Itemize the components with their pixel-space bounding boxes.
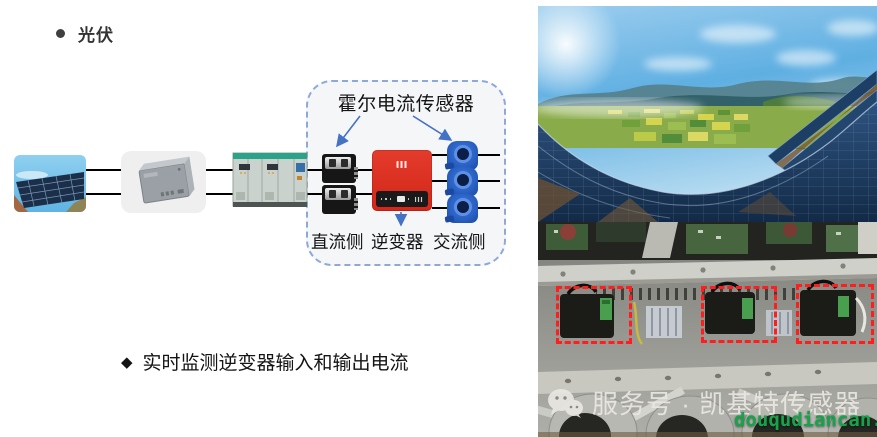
fan-ducts — [538, 386, 877, 437]
combiner-box-image — [121, 151, 206, 213]
highlight-box-2 — [701, 286, 777, 343]
bullet-dot-icon — [56, 29, 65, 38]
solar-farm-panorama-photo — [538, 6, 877, 222]
feature-text: 实时监测逆变器输入和输出电流 — [142, 353, 409, 374]
wechat-icon — [548, 388, 583, 418]
ac-side-label: 交流侧 — [433, 232, 486, 252]
ac-current-sensor-2 — [447, 167, 478, 196]
diamond-bullet-icon: ◆ — [121, 353, 133, 371]
pv-array-photo — [14, 155, 86, 212]
hall-sensor-label: 霍尔电流传感器 — [337, 94, 475, 115]
inverter-display — [396, 196, 406, 202]
sensor-terminal-cap — [325, 157, 351, 169]
watermark-url-text: douqudiancan.co — [734, 409, 877, 431]
page-title: 光伏 — [78, 26, 114, 45]
dc-side-label: 直流侧 — [311, 232, 364, 252]
sensor-cluster-3 — [800, 279, 867, 336]
feature-bullet-row: ◆ 实时监测逆变器输入和输出电流 — [121, 348, 409, 375]
sensor-terminal-cap — [325, 188, 351, 200]
highlight-box-3 — [796, 284, 874, 344]
highlight-box-1 — [556, 286, 632, 344]
inverter-internals-photo: 服务号 · 凯基特传感器 douqudiancan.co — [538, 222, 877, 437]
title-bullet-row: 光伏 — [56, 21, 114, 46]
hall-current-sensor-dc-2 — [322, 185, 358, 214]
ac-current-sensor-1 — [447, 141, 478, 170]
sensor-pins — [354, 167, 358, 179]
inverter-image — [372, 150, 432, 211]
watermark-row: 服务号 · 凯基特传感器 — [547, 384, 861, 421]
sensor-pins — [354, 198, 358, 210]
hall-current-sensor-dc-1 — [322, 154, 358, 183]
inverter-display-strip — [376, 191, 428, 207]
inverter-label: 逆变器 — [371, 232, 424, 252]
ac-current-sensor-3 — [447, 194, 478, 223]
inverter-logo-icon — [396, 161, 408, 168]
dc-cabinet-image — [232, 150, 308, 212]
sensor-cluster-1 — [560, 283, 614, 338]
circuit-boards — [546, 222, 877, 258]
watermark-account-text: 服务号 · 凯基特传感器 — [592, 389, 862, 419]
